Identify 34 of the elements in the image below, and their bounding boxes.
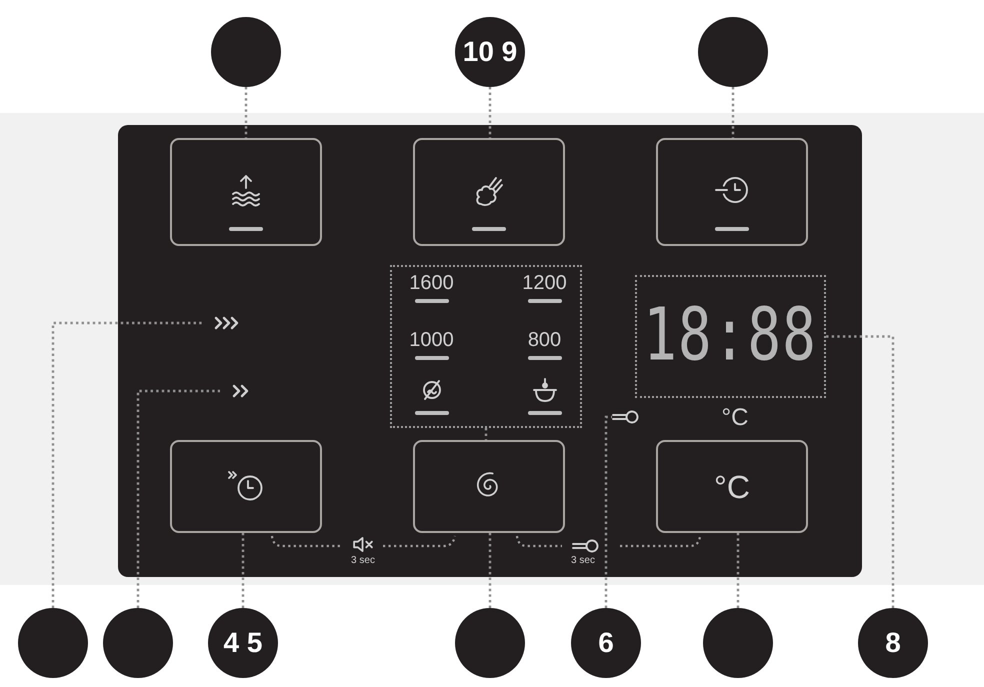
touch-button: °C — [656, 440, 808, 533]
chevron-icon — [214, 315, 239, 331]
leader-line — [52, 322, 202, 608]
duration-label: 3 sec — [351, 556, 375, 566]
spin-speed-label: 1600 — [409, 272, 454, 292]
leader-line — [484, 428, 488, 440]
touch-button — [413, 440, 565, 533]
callout-number: 6 — [598, 629, 614, 657]
leader-line — [488, 87, 492, 138]
touch-button — [656, 138, 808, 246]
callout-number: 4 5 — [224, 629, 262, 657]
lcd-display — [635, 275, 826, 398]
key-icon — [612, 410, 640, 424]
callout-number: 10 9 — [462, 38, 518, 66]
leader-line — [826, 335, 894, 608]
touch-button — [170, 138, 322, 246]
leader-line — [242, 533, 244, 608]
touch-button — [170, 440, 322, 533]
leader-line — [488, 533, 492, 608]
leader-line — [604, 416, 612, 608]
chevron-icon — [232, 383, 249, 399]
display-digits: 18:88 — [643, 300, 817, 372]
spin-speed-panel — [390, 265, 582, 428]
touch-button — [413, 138, 565, 246]
spin-speed-label: 800 — [528, 330, 562, 350]
unit-label: °C — [722, 406, 748, 430]
leader-line — [736, 533, 740, 608]
spin-speed-label: 1000 — [409, 330, 454, 350]
leader-line — [136, 390, 220, 608]
leader-line — [732, 87, 734, 138]
spin-speed-label: 1200 — [522, 272, 567, 292]
leader-line — [244, 87, 248, 138]
duration-label: 3 sec — [571, 556, 595, 566]
callout-number: 8 — [885, 629, 901, 657]
